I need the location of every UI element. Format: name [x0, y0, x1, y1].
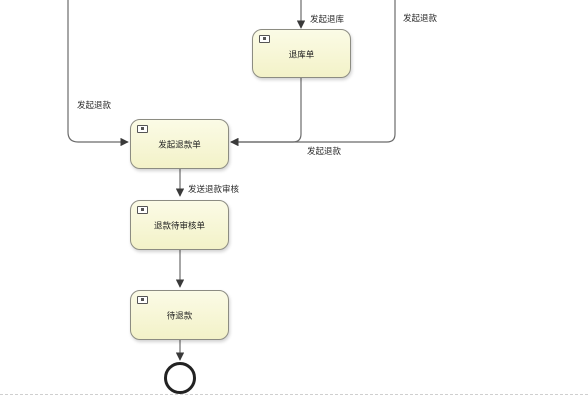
task-pending-refund[interactable]: 待退款	[130, 290, 229, 340]
flow-right-into-initiate-refund	[230, 0, 396, 147]
edge-label-initiate-refund-bottom-right: 发起退款	[307, 147, 342, 157]
task-type-icon	[259, 35, 270, 43]
edge-label-initiate-refund-left: 发起退款	[77, 101, 112, 111]
page-divider	[0, 394, 588, 395]
task-refund-pending-review[interactable]: 退款待审核单	[130, 200, 229, 250]
task-label: 发起退款单	[158, 140, 201, 151]
task-label: 待退款	[166, 311, 193, 322]
edge-label-initiate-return-stock: 发起退库	[310, 15, 345, 25]
end-event-icon[interactable]	[164, 362, 196, 394]
task-label: 退款待审核单	[153, 221, 205, 232]
task-return-stock-order[interactable]: 退库单	[252, 29, 351, 78]
task-type-icon	[137, 296, 148, 304]
flow-return-stock-to-initiate-refund	[230, 78, 302, 147]
edge-label-send-refund-review: 发送退款审核	[188, 185, 240, 195]
task-type-icon	[137, 206, 148, 214]
task-label: 退库单	[288, 50, 315, 61]
flow-left-into-initiate-refund	[67, 0, 129, 147]
task-type-icon	[137, 125, 148, 133]
task-initiate-refund-order[interactable]: 发起退款单	[130, 119, 229, 169]
edge-label-initiate-refund-top-right: 发起退款	[403, 14, 438, 24]
